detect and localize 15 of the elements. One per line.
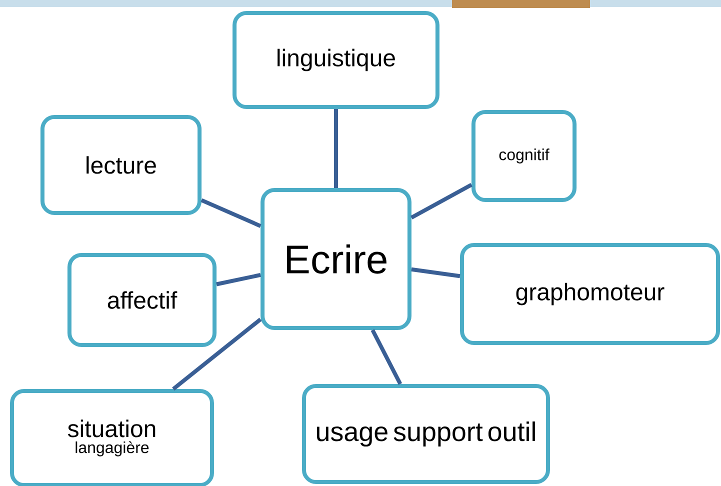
concept-box: usage support outil: [302, 384, 550, 484]
concept-box: Ecrire: [260, 188, 412, 330]
connector-line: [334, 109, 338, 188]
connector-line: [411, 267, 460, 278]
connector-line: [410, 182, 472, 220]
connector-line: [200, 198, 262, 228]
connector-line: [172, 318, 262, 391]
concept-box: lecture: [40, 115, 202, 215]
concept-box: cognitif: [471, 110, 577, 202]
connector-line: [216, 273, 261, 286]
concept-box: linguistique: [232, 11, 440, 109]
concept-box: situation langagière: [10, 389, 214, 486]
connector-line: [370, 329, 402, 385]
concept-box: graphomoteur: [460, 243, 720, 345]
concept-box: affectif: [67, 253, 217, 347]
